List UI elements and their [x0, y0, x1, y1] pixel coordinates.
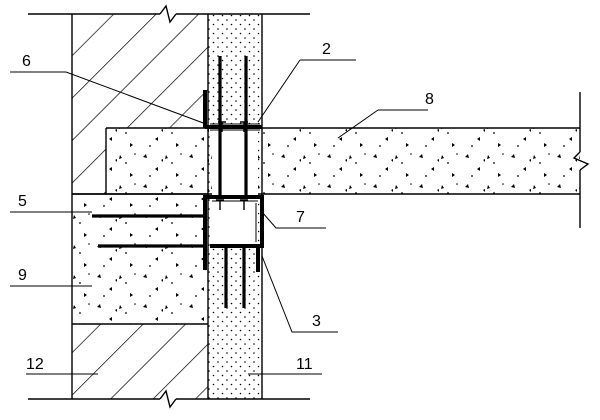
label-5: 5	[18, 193, 27, 210]
anchor-bars	[92, 214, 205, 248]
floor-slab	[72, 92, 590, 228]
label-3: 3	[312, 313, 321, 330]
label-11: 11	[296, 356, 313, 373]
leader-lines	[10, 59, 428, 375]
steel-plate-top	[203, 90, 262, 131]
masonry-wall-lower	[71, 323, 208, 399]
label-9: 9	[18, 267, 27, 284]
masonry-wall-upper	[71, 14, 208, 194]
label-7: 7	[296, 209, 305, 226]
label-12: 12	[26, 356, 44, 373]
label-2: 2	[322, 41, 331, 58]
label-6: 6	[22, 53, 31, 70]
concrete-bond-beam	[71, 193, 208, 324]
bolts	[216, 121, 248, 210]
label-8: 8	[425, 91, 434, 108]
